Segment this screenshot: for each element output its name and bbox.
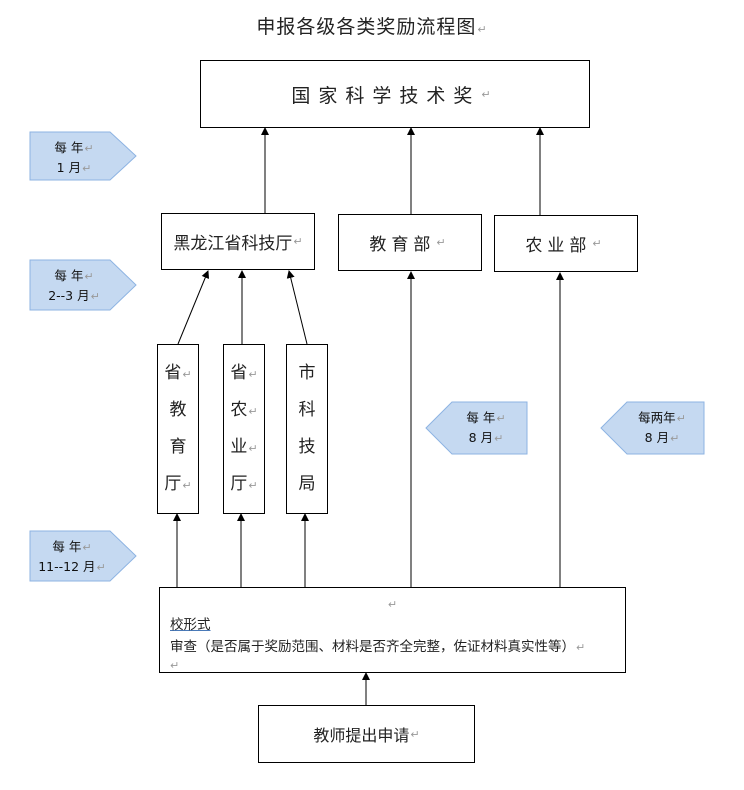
tag-edu-line2: 8 月 bbox=[468, 430, 494, 445]
vchar: 省 bbox=[230, 363, 248, 383]
arrow-city-to-hlj bbox=[286, 270, 308, 345]
tag-provincial-line1: 每 年 bbox=[54, 268, 84, 283]
vchar: 业 bbox=[230, 437, 248, 457]
return-mark: ↵ bbox=[477, 23, 488, 36]
vchar: 技 bbox=[298, 437, 316, 457]
vchar: 教 bbox=[169, 400, 187, 420]
provincial-education-dept-box: 省↵ 教 育 厅↵ bbox=[157, 344, 199, 514]
vchar: 厅 bbox=[230, 474, 248, 494]
return-mark: ↵ bbox=[387, 598, 398, 611]
tag-shape-agriculture-ministry bbox=[600, 401, 705, 455]
timing-tag-national: 每 年↵ 1 月↵ bbox=[54, 140, 94, 175]
tag-edu-line1: 每 年 bbox=[466, 410, 496, 425]
school-review-text: 审查（是否属于奖励范围、材料是否齐全完整，佐证材料真实性等） bbox=[170, 639, 575, 655]
tag-shape-school bbox=[29, 530, 137, 582]
school-review-prefix: 校形式 bbox=[170, 617, 211, 633]
teacher-application-box: 教师提出申请↵ bbox=[258, 705, 475, 763]
heilongjiang-label: 黑龙江省科技厅 bbox=[173, 234, 293, 254]
tag-shape-national bbox=[29, 131, 137, 181]
vchar: 厅 bbox=[164, 474, 182, 494]
tag-agri-line1: 每两年 bbox=[638, 410, 676, 425]
timing-tag-education-ministry: 每 年↵ 8 月↵ bbox=[466, 410, 506, 445]
vchar: 育 bbox=[169, 437, 187, 457]
national-award-label: 国家科学技术奖 bbox=[291, 84, 481, 107]
vchar: 局 bbox=[298, 474, 316, 494]
timing-tag-provincial: 每 年↵ 2--3 月↵ bbox=[48, 268, 100, 303]
tag-national-line2: 1 月 bbox=[56, 160, 82, 175]
education-ministry-label: 教育部 bbox=[369, 235, 436, 255]
vchar: 省 bbox=[164, 363, 182, 383]
timing-tag-agriculture-ministry: 每两年↵ 8 月↵ bbox=[638, 410, 686, 445]
page-title: 申报各级各类奖励流程图↵ bbox=[0, 12, 744, 39]
vchar: 市 bbox=[298, 363, 316, 383]
tag-school-line2: 11--12 月 bbox=[38, 559, 96, 574]
school-review-box: ↵ 校形式审查（是否属于奖励范围、材料是否齐全完整，佐证材料真实性等）↵ ↵ bbox=[159, 587, 626, 673]
arrow-prov-edu-to-hlj bbox=[177, 270, 210, 345]
education-ministry-box: 教育部↵ bbox=[338, 214, 482, 271]
tag-national-line1: 每 年 bbox=[54, 140, 84, 155]
title-text: 申报各级各类奖励流程图 bbox=[256, 16, 477, 38]
tag-shape-education-ministry bbox=[425, 401, 528, 455]
provincial-agriculture-dept-box: 省↵ 农↵ 业↵ 厅↵ bbox=[223, 344, 265, 514]
tag-shape-provincial bbox=[29, 259, 137, 311]
tag-agri-line2: 8 月 bbox=[644, 430, 670, 445]
return-mark: ↵ bbox=[170, 659, 180, 672]
city-science-bureau-box: 市 科 技 局 bbox=[286, 344, 328, 514]
vchar: 科 bbox=[298, 400, 316, 420]
agriculture-ministry-box: 农业部↵ bbox=[494, 215, 638, 272]
tag-school-line1: 每 年 bbox=[52, 539, 82, 554]
agriculture-ministry-label: 农业部 bbox=[525, 236, 592, 256]
timing-tag-school: 每 年↵ 11--12 月↵ bbox=[38, 539, 106, 574]
teacher-application-label: 教师提出申请 bbox=[313, 726, 410, 745]
national-award-box: 国家科学技术奖↵ bbox=[200, 60, 590, 128]
tag-provincial-line2: 2--3 月 bbox=[48, 288, 90, 303]
heilongjiang-sci-tech-dept-box: 黑龙江省科技厅↵ bbox=[161, 213, 315, 270]
vchar: 农 bbox=[230, 400, 248, 420]
